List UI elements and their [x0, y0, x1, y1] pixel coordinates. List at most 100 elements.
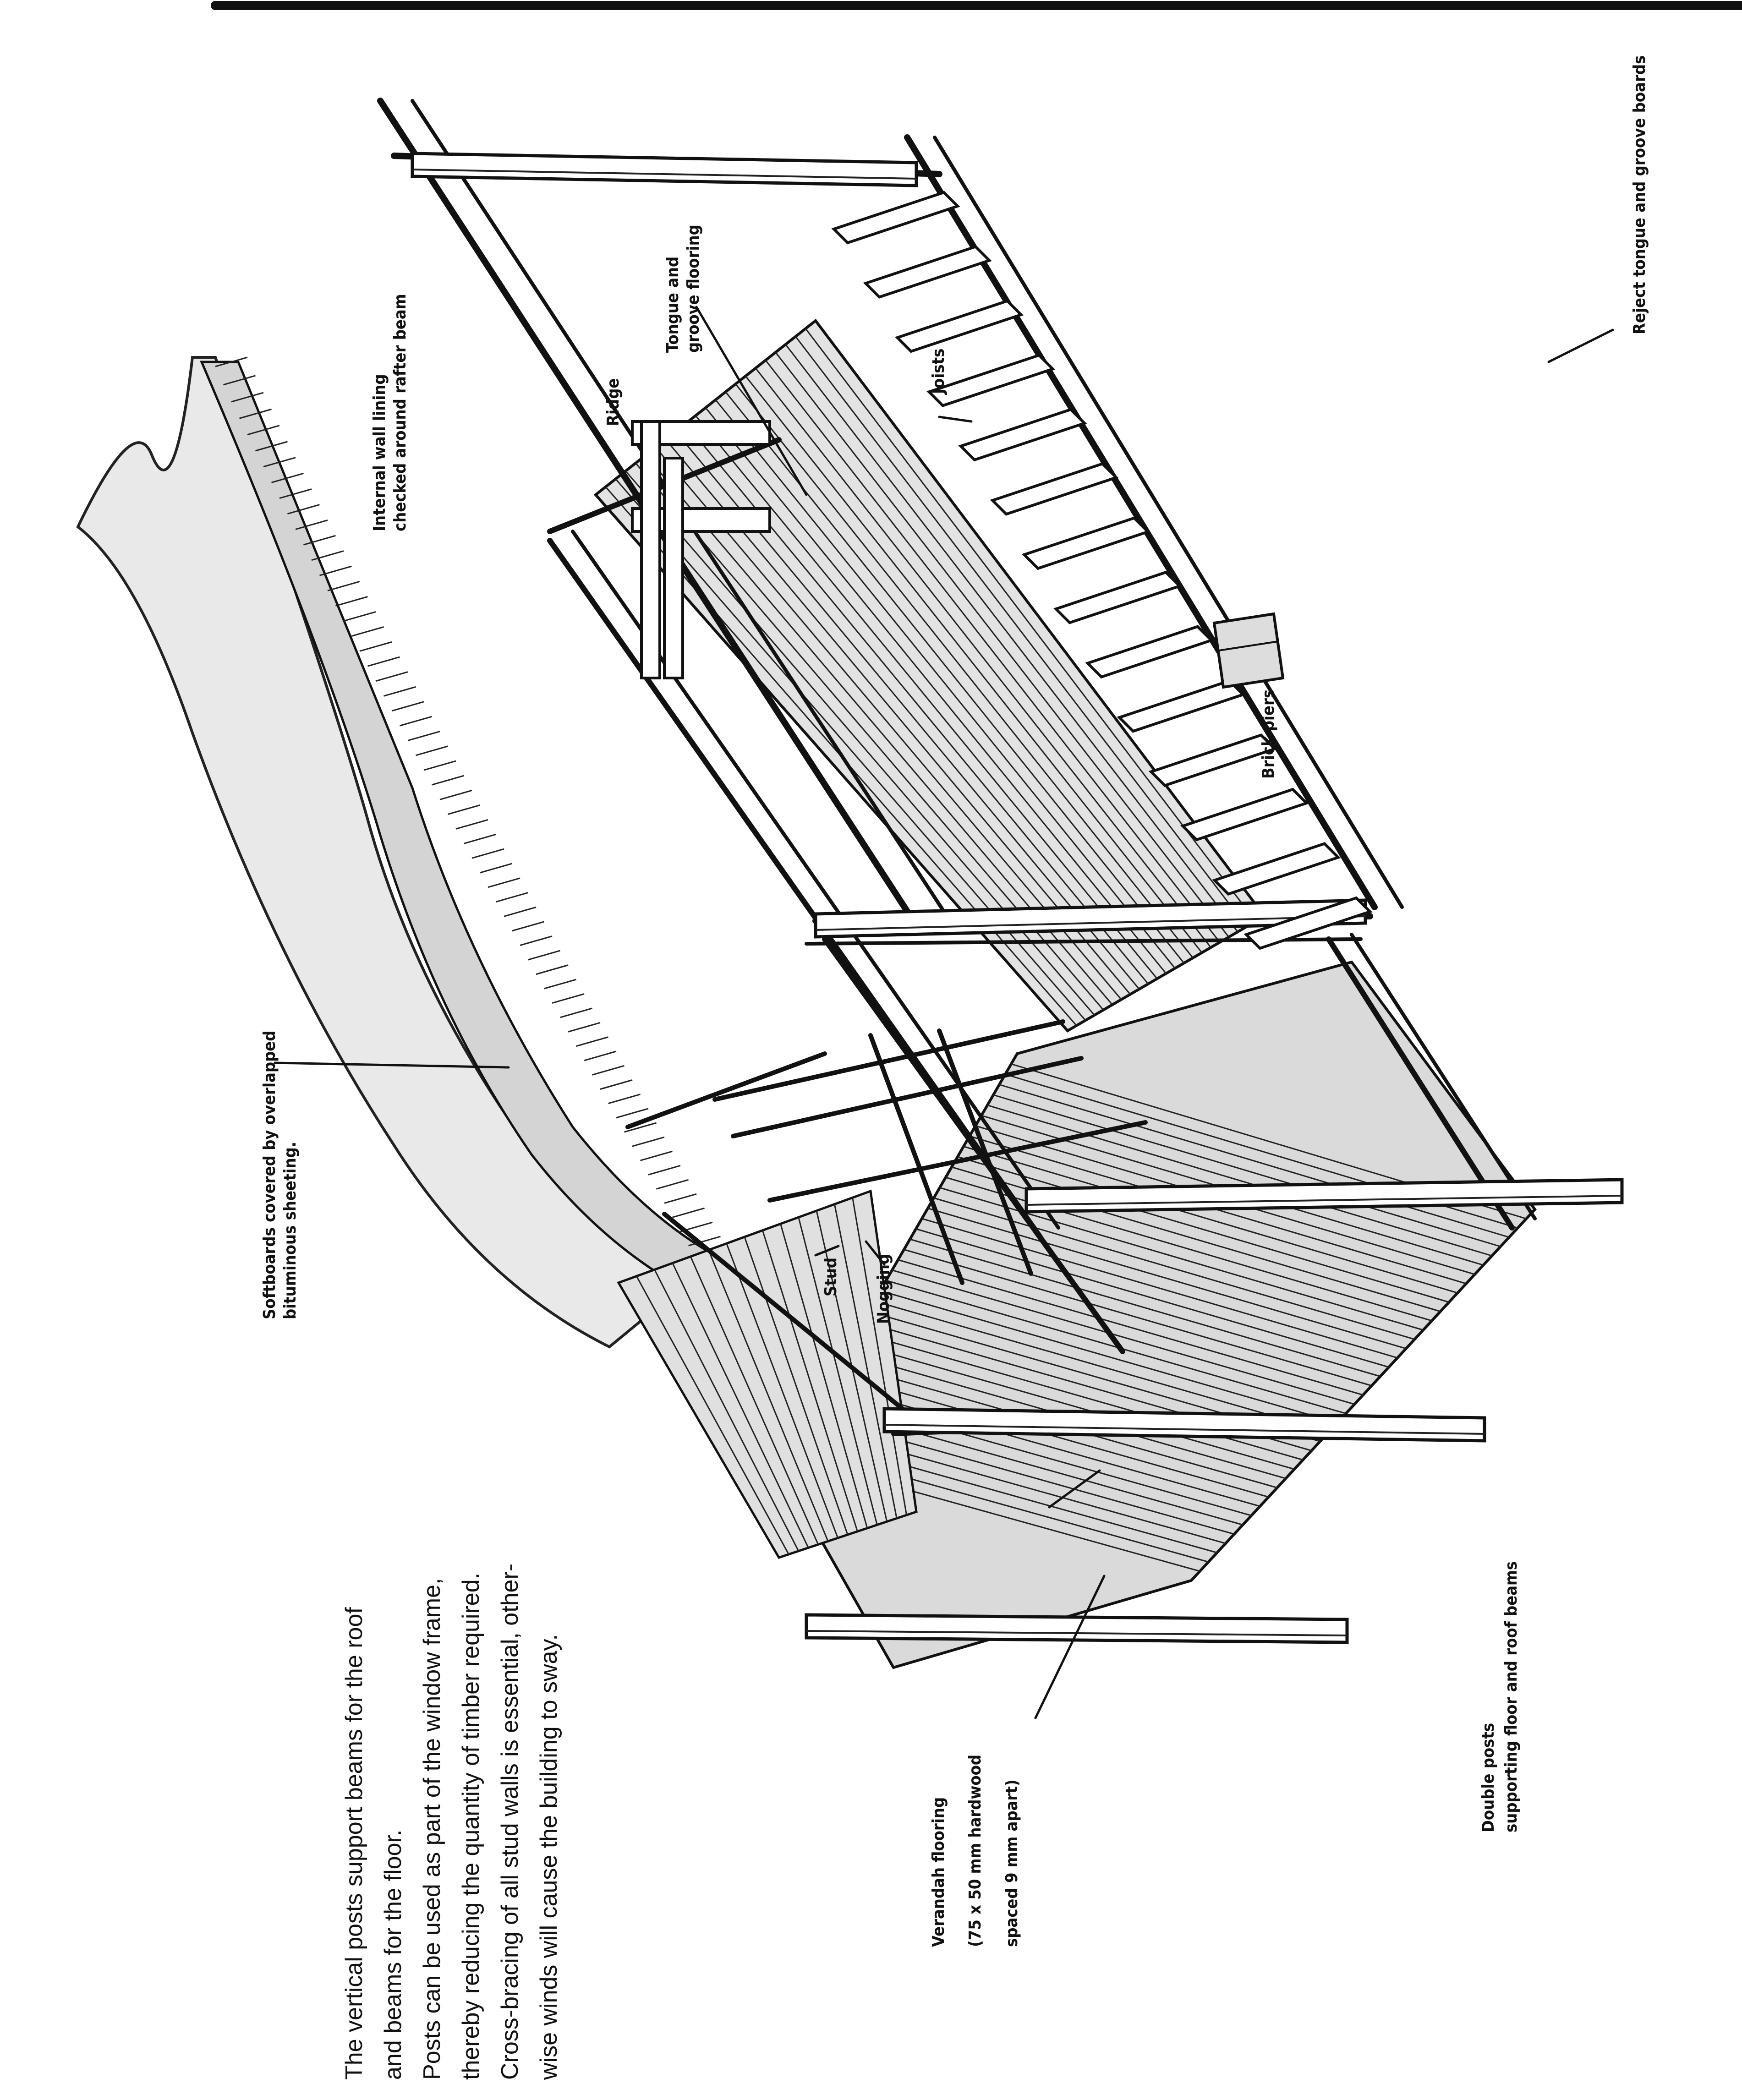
hatch-line	[1026, 1195, 1622, 1206]
hatch-line	[798, 1217, 878, 1525]
label-brick-piers: Brick piers	[1259, 689, 1278, 779]
hatch-line	[464, 833, 496, 844]
hatch-line	[780, 1224, 868, 1529]
hatch-line	[544, 979, 576, 990]
hatch-line	[892, 1269, 1355, 1405]
hatch-line	[247, 425, 280, 436]
label-verandah-2: (75 x 50 mm hardwood	[966, 1755, 985, 1947]
label-joists: Joists	[929, 349, 948, 395]
hatch-line	[904, 1249, 1372, 1387]
hatch-line	[616, 1108, 649, 1119]
label-double-posts-2: supporting floor and roof beams	[1502, 1561, 1521, 1832]
joists	[831, 191, 1373, 950]
hatch-line	[231, 392, 264, 403]
hatch-line	[785, 344, 1238, 933]
label-nogging: Nogging	[874, 1254, 893, 1324]
caption-line-2: and beams for the floor.	[380, 1830, 406, 2080]
label-reject-boards: Reject tongue and groove boards	[1630, 55, 1649, 334]
hatch-line	[898, 1259, 1364, 1396]
joist	[990, 462, 1119, 516]
caption-line-1: The vertical posts support beams for the…	[341, 1607, 367, 2080]
hatch-line	[672, 1207, 705, 1218]
hatch-line	[915, 1228, 1389, 1368]
caption-line-4: thereby reducing the quantity of timber …	[458, 1573, 484, 2080]
caption-line-3: Posts can be used as part of the window …	[419, 1578, 445, 2080]
hatch-line	[815, 915, 1366, 931]
hatch-line	[311, 550, 344, 561]
hatch-line	[672, 1263, 809, 1548]
hatch-line	[327, 580, 360, 591]
hatch-line	[448, 804, 480, 815]
label-softboards-2: bituminous sheeting.	[281, 1142, 300, 1319]
diagram-labels: Reject tongue and groove boards Tongue a…	[260, 55, 1649, 1947]
label-ridge: Ridge	[604, 378, 623, 426]
hatch-line	[795, 336, 1248, 927]
hatch-line	[957, 1156, 1449, 1303]
joist	[1212, 842, 1341, 896]
hatch-line	[351, 626, 384, 637]
hatch-line	[335, 596, 368, 607]
joist	[1021, 516, 1150, 570]
label-stud: Stud	[822, 1258, 840, 1296]
label-double-posts-1: Double posts	[1479, 1723, 1498, 1832]
label-tongue-groove-1: Tongue and	[663, 257, 682, 353]
hatch-line	[471, 848, 504, 859]
hatch-line	[432, 775, 464, 786]
hatch-line	[735, 383, 1194, 958]
hatch-line	[608, 1094, 641, 1105]
hatch-line	[287, 504, 320, 515]
hatch-line	[407, 731, 440, 742]
hatch-line	[584, 1050, 617, 1061]
hatch-line	[400, 716, 432, 727]
caption-line-6: wise winds will cause the building to sw…	[536, 1634, 562, 2080]
hatch-line	[383, 686, 416, 697]
joist	[1148, 733, 1277, 788]
hatch-line	[536, 964, 569, 975]
joist	[1117, 679, 1246, 733]
hatch-line	[504, 906, 537, 917]
hatch-line	[263, 457, 296, 468]
hatch-line	[745, 375, 1203, 953]
hatch-line	[744, 1236, 849, 1535]
hatch-line	[690, 1256, 819, 1545]
hatch-line	[705, 407, 1167, 974]
hatch-line	[215, 356, 248, 367]
brick-pier	[1212, 612, 1285, 689]
hatch-line	[592, 1065, 624, 1076]
hatch-line	[852, 1198, 908, 1515]
post	[411, 152, 918, 187]
hatch-line	[303, 535, 336, 546]
hatch-line	[933, 1197, 1415, 1340]
hatch-line	[708, 1250, 829, 1542]
hatch-line	[654, 1269, 800, 1552]
hatch-line	[640, 1150, 673, 1161]
joist	[863, 245, 992, 299]
hatch-line	[488, 877, 520, 888]
hatch-line	[856, 1331, 1304, 1461]
hatch-line	[423, 760, 456, 771]
hatch-line	[664, 1193, 697, 1204]
hatch-line	[528, 950, 560, 961]
hatch-line	[455, 819, 488, 830]
joist	[958, 408, 1087, 462]
joist	[1085, 625, 1214, 679]
hatch-line	[367, 656, 400, 667]
label-softboards-1: Softboards covered by overlapped	[260, 1031, 279, 1319]
hatch-line	[439, 789, 472, 800]
hatch-line	[656, 1179, 689, 1190]
hatch-line	[496, 892, 528, 903]
hatch-line	[884, 1424, 1485, 1435]
hatch-line	[412, 169, 917, 180]
hatch-line	[375, 671, 408, 682]
hatch-line	[695, 415, 1158, 979]
hatch-line	[880, 1290, 1338, 1424]
label-verandah-1: Verandah flooring	[929, 1797, 948, 1947]
post	[882, 1407, 1486, 1443]
leader-lines	[274, 306, 1614, 1719]
joist	[1180, 788, 1309, 842]
label-verandah-3: spaced 9 mm apart)	[1002, 1779, 1021, 1947]
hatch-line	[715, 399, 1176, 969]
hatch-line	[568, 1022, 601, 1033]
lower-wall-boards	[617, 1189, 918, 1559]
